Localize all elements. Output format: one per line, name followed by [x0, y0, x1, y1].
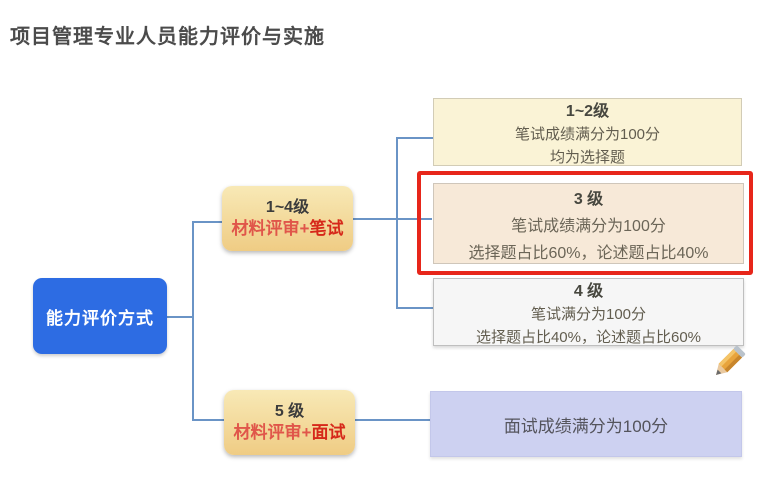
- node-level-5-method: 材料评审+面试: [234, 422, 346, 444]
- card-level-1-2: 1~2级 笔试成绩满分为100分 均为选择题: [433, 98, 742, 166]
- method-emphasis: 笔试: [309, 218, 344, 238]
- connector-interview: [355, 419, 431, 421]
- card-level-4: 4 级 笔试满分为100分 选择题占比40%，论述题占比60%: [433, 278, 744, 346]
- method-emphasis: 面试: [311, 422, 346, 442]
- card-level-3: 3 级 笔试成绩满分为100分 选择题占比60%，论述题占比40%: [433, 183, 744, 264]
- highlight-rectangle: [417, 171, 753, 275]
- card-level-1-2-line1: 笔试成绩满分为100分: [514, 126, 661, 143]
- pencil-icon: [708, 338, 752, 384]
- connector-trunk-1: [192, 221, 194, 421]
- node-evaluation-method-label: 能力评价方式: [46, 308, 154, 328]
- card-interview-text: 面试成绩满分为100分: [503, 416, 669, 436]
- method-prefix: 材料评审+: [233, 422, 312, 442]
- page-title: 项目管理专业人员能力评价与实施: [10, 26, 325, 48]
- node-level-1-4: 1~4级 材料评审+笔试: [222, 186, 353, 251]
- node-level-5-title: 5 级: [274, 402, 305, 420]
- connector-branch-1: [194, 221, 223, 223]
- card-interview: 面试成绩满分为100分: [430, 391, 742, 457]
- node-level-1-4-method: 材料评审+笔试: [232, 218, 344, 240]
- method-prefix: 材料评审+: [231, 218, 310, 238]
- node-level-5: 5 级 材料评审+面试: [224, 390, 355, 455]
- card-level-4-line1: 笔试满分为100分: [530, 306, 647, 323]
- card-level-3-line1: 笔试成绩满分为100分: [511, 217, 666, 235]
- connector-trunk-2: [396, 137, 398, 309]
- node-evaluation-method: 能力评价方式: [33, 278, 167, 354]
- card-level-1-2-title: 1~2级: [565, 103, 610, 120]
- card-level-3-title: 3 级: [573, 190, 604, 208]
- connector-stub-bottom: [398, 307, 434, 309]
- connector-stub-top: [398, 137, 434, 139]
- node-level-1-4-title: 1~4级: [265, 198, 310, 216]
- card-level-4-line2: 选择题占比40%，论述题占比60%: [475, 329, 702, 346]
- card-level-4-title: 4 级: [573, 283, 604, 300]
- connector-branch-2: [194, 419, 225, 421]
- connector-root-horizontal: [167, 316, 193, 318]
- connector-mid: [352, 218, 432, 220]
- card-level-3-line2: 选择题占比60%，论述题占比40%: [468, 244, 709, 262]
- card-level-1-2-line2: 均为选择题: [549, 149, 625, 166]
